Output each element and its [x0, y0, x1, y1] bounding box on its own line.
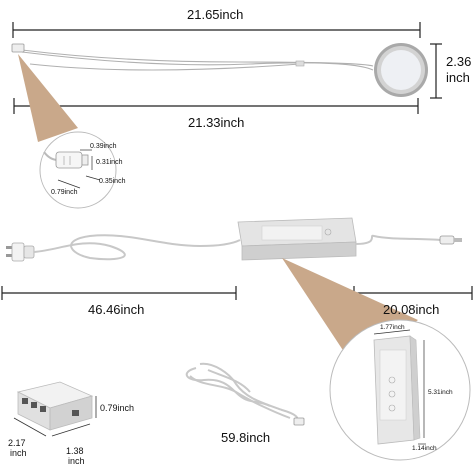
driver-thickness-label: 1.14inch	[412, 445, 437, 452]
hub-width-unit: inch	[10, 448, 27, 458]
hub-width-label: 2.17	[8, 438, 26, 448]
light-height-dimension	[430, 43, 442, 99]
driver-top-view	[373, 335, 421, 445]
light-height-label: 2.36	[446, 54, 472, 69]
lower-dimension-line	[13, 98, 419, 114]
top-dimension-line	[12, 22, 421, 38]
connector-side-label: 0.31inch	[96, 159, 123, 166]
driver-width-label: 1.77inch	[380, 324, 405, 331]
hub-height-label: 0.79inch	[100, 403, 135, 413]
connector-length-label: 0.79inch	[51, 189, 78, 196]
connector-width-label: 0.39inch	[90, 143, 117, 150]
power-plug	[6, 242, 35, 262]
light-cable	[21, 49, 374, 71]
led-driver	[237, 217, 357, 261]
driver-length-label: 5.31inch	[428, 389, 453, 396]
input-cable-length-label: 46.46inch	[88, 302, 145, 317]
power-cable	[33, 234, 241, 261]
extension-length-label: 59.8inch	[221, 430, 271, 445]
driver-dimension-lines	[373, 329, 426, 445]
hub-depth-unit: inch	[68, 456, 85, 466]
extension-cable	[185, 362, 299, 423]
light-height-unit: inch	[446, 70, 470, 85]
connector-dimension-lines	[57, 149, 101, 189]
connector-callout-circle	[39, 131, 117, 209]
distribution-hub	[16, 381, 94, 431]
cable-joint	[295, 60, 305, 67]
output-cable	[355, 234, 462, 245]
connector-callout-wedge	[18, 54, 78, 142]
puck-light	[374, 43, 428, 97]
output-cable-dimension	[353, 286, 473, 300]
hub-depth-label: 1.38	[66, 446, 84, 456]
small-connector-top	[11, 43, 25, 53]
input-cable-dimension	[1, 286, 237, 300]
output-cable-length-label: 20.08inch	[383, 302, 440, 317]
top-width-label: 21.65inch	[187, 7, 244, 22]
connector-depth-label: 0.35inch	[99, 178, 126, 185]
connector-closeup	[43, 151, 89, 169]
hub-dimension-lines	[13, 396, 97, 437]
lower-width-label: 21.33inch	[188, 115, 245, 130]
extension-connector	[293, 417, 305, 426]
